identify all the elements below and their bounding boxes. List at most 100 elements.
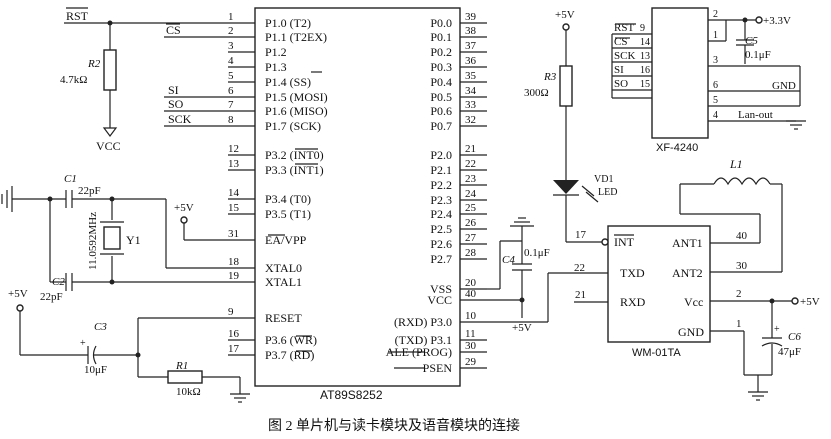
reader-body: [651, 7, 709, 139]
terminal: [16, 304, 24, 312]
reader-right-pins: 2 1 3 6 5 4: [713, 9, 718, 121]
mcu-pin-label: VCC: [427, 293, 452, 307]
mcu-pin-num: 38: [465, 25, 477, 37]
mcu-pin-num: 7: [228, 99, 234, 111]
mcu-pin-label: P2.4: [430, 207, 452, 221]
vcc-arrow: [102, 127, 118, 137]
mcu-pin-num: 30: [465, 340, 477, 352]
mcu-body: [254, 7, 461, 387]
mcu-pin-label: P1.6 (MISO): [265, 104, 328, 118]
mcu-pin-label: P3.2 (INT0): [265, 148, 324, 162]
junction: [135, 352, 141, 358]
reader-pin-num: 16: [640, 65, 650, 76]
led-ray: [585, 191, 599, 203]
voice-body: [607, 225, 711, 343]
net-p3v3: +3.3V: [763, 15, 791, 27]
mcu-pin-label: P1.0 (T2): [265, 16, 311, 30]
reader-pin-label: RST: [614, 22, 634, 34]
reader-pin-num: 5: [713, 95, 718, 106]
reader-pin-num: 4: [713, 110, 718, 121]
mcu-pin-num: 25: [465, 202, 477, 214]
reader-pin-num: 6: [713, 80, 718, 91]
voice-pin-num: 30: [736, 260, 748, 272]
mcu-pin-label: P3.3 (INT1): [265, 163, 324, 177]
junction: [519, 297, 525, 303]
mcu-pin-num: 10: [465, 310, 477, 322]
mcu-pin-label: P0.6: [430, 104, 452, 118]
voice-pin-num: 21: [575, 289, 586, 301]
c3-value: 10μF: [84, 364, 107, 376]
resistor-r1: [167, 370, 203, 384]
mcu-pin-num: 36: [465, 55, 477, 67]
mcu-pin-label: P1.2: [265, 45, 287, 59]
mcu-pin-num: 11: [465, 328, 476, 340]
mcu-pin-label: P2.3: [430, 193, 452, 207]
mcu-pin-label: P1.1 (T2EX): [265, 30, 327, 44]
resistor-r2: [103, 49, 117, 91]
mcu-pin-label: P2.7: [430, 252, 452, 266]
polarity-plus: +: [774, 324, 780, 335]
reader-pin-num: 13: [640, 51, 650, 62]
mcu-pin-label: PSEN: [423, 361, 453, 375]
mcu-pin-num: 26: [465, 217, 477, 229]
figure-caption: 图 2 单片机与读卡模块及语音模块的连接: [268, 417, 520, 434]
net-so: SO: [168, 97, 184, 111]
mcu-pin-label: P2.2: [430, 178, 452, 192]
mcu-pin-label: P1.4 (SS): [265, 75, 311, 89]
voice-pin-label: INT: [614, 235, 635, 249]
mcu-name: AT89S8252: [320, 388, 383, 402]
mcu-pin-num: 15: [228, 202, 240, 214]
mcu-pin-num: 32: [465, 114, 476, 126]
voice-pin-num: 17: [575, 229, 587, 241]
mcu-pin-num: 34: [465, 85, 477, 97]
led-ref: VD1: [594, 174, 613, 185]
net-p5v-reset: +5V: [8, 288, 28, 300]
c2-ref: C2: [52, 276, 65, 288]
int-pin-bubble: [601, 238, 609, 246]
voice-pin-label: Vcc: [684, 295, 703, 309]
r3-ref: R3: [543, 71, 557, 83]
c5-value: 0.1μF: [745, 49, 771, 61]
c4-ref: C4: [502, 254, 515, 266]
y1-ref: Y1: [126, 233, 141, 247]
reader-pin-label: SO: [614, 78, 628, 90]
polarity-plus: +: [80, 338, 86, 349]
mcu-pin-num: 8: [228, 114, 234, 126]
led-value: LED: [598, 187, 617, 198]
mcu-pin-num: 19: [228, 270, 240, 282]
c6-value: 47μF: [778, 346, 801, 358]
voice-pin-label: ANT1: [672, 236, 703, 250]
mcu-pin-num: 2: [228, 25, 234, 37]
voice-pin-num: 2: [736, 288, 742, 300]
mcu-pin-num: 13: [228, 158, 240, 170]
reader-pin-num: 2: [713, 9, 718, 20]
mcu-pin-num: 33: [465, 99, 477, 111]
mcu-pin-num: 20: [465, 277, 477, 289]
reader-pin-num: 1: [713, 30, 718, 41]
mcu-pin-label: (TXD) P3.1: [395, 333, 452, 347]
mcu-pin-label: XTAL0: [265, 261, 302, 275]
mcu-pin-num: 35: [465, 70, 477, 82]
reader-pin-label: SCK: [614, 50, 635, 62]
mcu-pin-num: 18: [228, 256, 240, 268]
net-p5v-led: +5V: [555, 9, 575, 21]
r2-ref: R2: [87, 58, 101, 70]
led-ray: [581, 185, 595, 197]
voice-pin-label: TXD: [620, 266, 645, 280]
mcu-right-pins: 39P0.038P0.137P0.236P0.335P0.434P0.533P0…: [386, 11, 487, 375]
mcu-pin-label: (RXD) P3.0: [394, 315, 452, 329]
r1-ref: R1: [175, 360, 188, 372]
mcu-pin-label: P0.4: [430, 75, 452, 89]
mcu-pin-num: 24: [465, 188, 477, 200]
voice-pin-label: ANT2: [672, 266, 703, 280]
reader-pin-num: 3: [713, 55, 718, 66]
cap-c3-plate: [92, 345, 97, 365]
net-si: SI: [168, 83, 179, 97]
mcu-pin-num: 21: [465, 143, 476, 155]
c5-ref: C5: [745, 35, 758, 47]
c1-value: 22pF: [78, 185, 101, 197]
mcu-pin-num: 39: [465, 11, 477, 23]
